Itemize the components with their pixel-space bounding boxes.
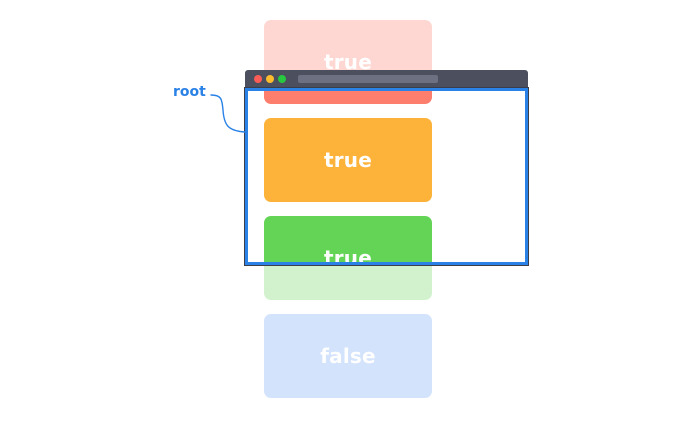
box-2-label: true	[323, 148, 373, 172]
browser-window	[245, 70, 528, 265]
box-3-label: true	[323, 246, 373, 270]
element-box-3: true	[264, 216, 432, 300]
root-viewport	[245, 88, 528, 265]
address-bar	[298, 75, 438, 83]
close-dot-icon	[254, 75, 262, 83]
window-titlebar	[245, 70, 528, 88]
root-label: root	[173, 84, 206, 100]
minimize-dot-icon	[266, 75, 274, 83]
box-4-label: false	[320, 344, 376, 368]
element-box-2: true	[264, 118, 432, 202]
element-box-4: false	[264, 314, 432, 398]
maximize-dot-icon	[278, 75, 286, 83]
